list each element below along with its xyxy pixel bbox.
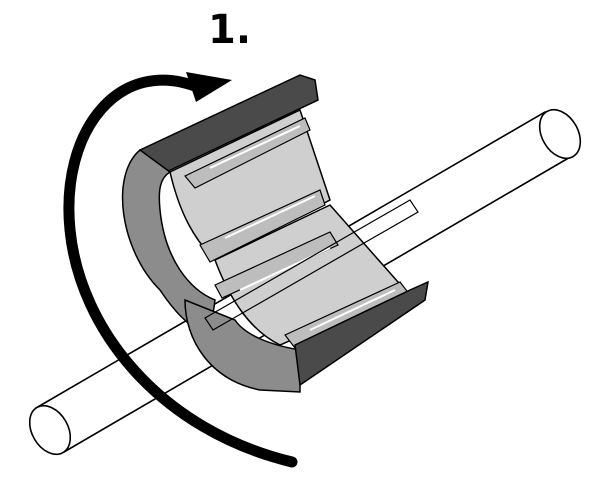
shaft-end-face	[28, 404, 72, 456]
step-number: 1.	[208, 7, 252, 53]
curved-rotation-arrow-icon	[63, 72, 298, 468]
arrowhead-icon	[186, 72, 232, 102]
bushing-half	[121, 74, 429, 393]
